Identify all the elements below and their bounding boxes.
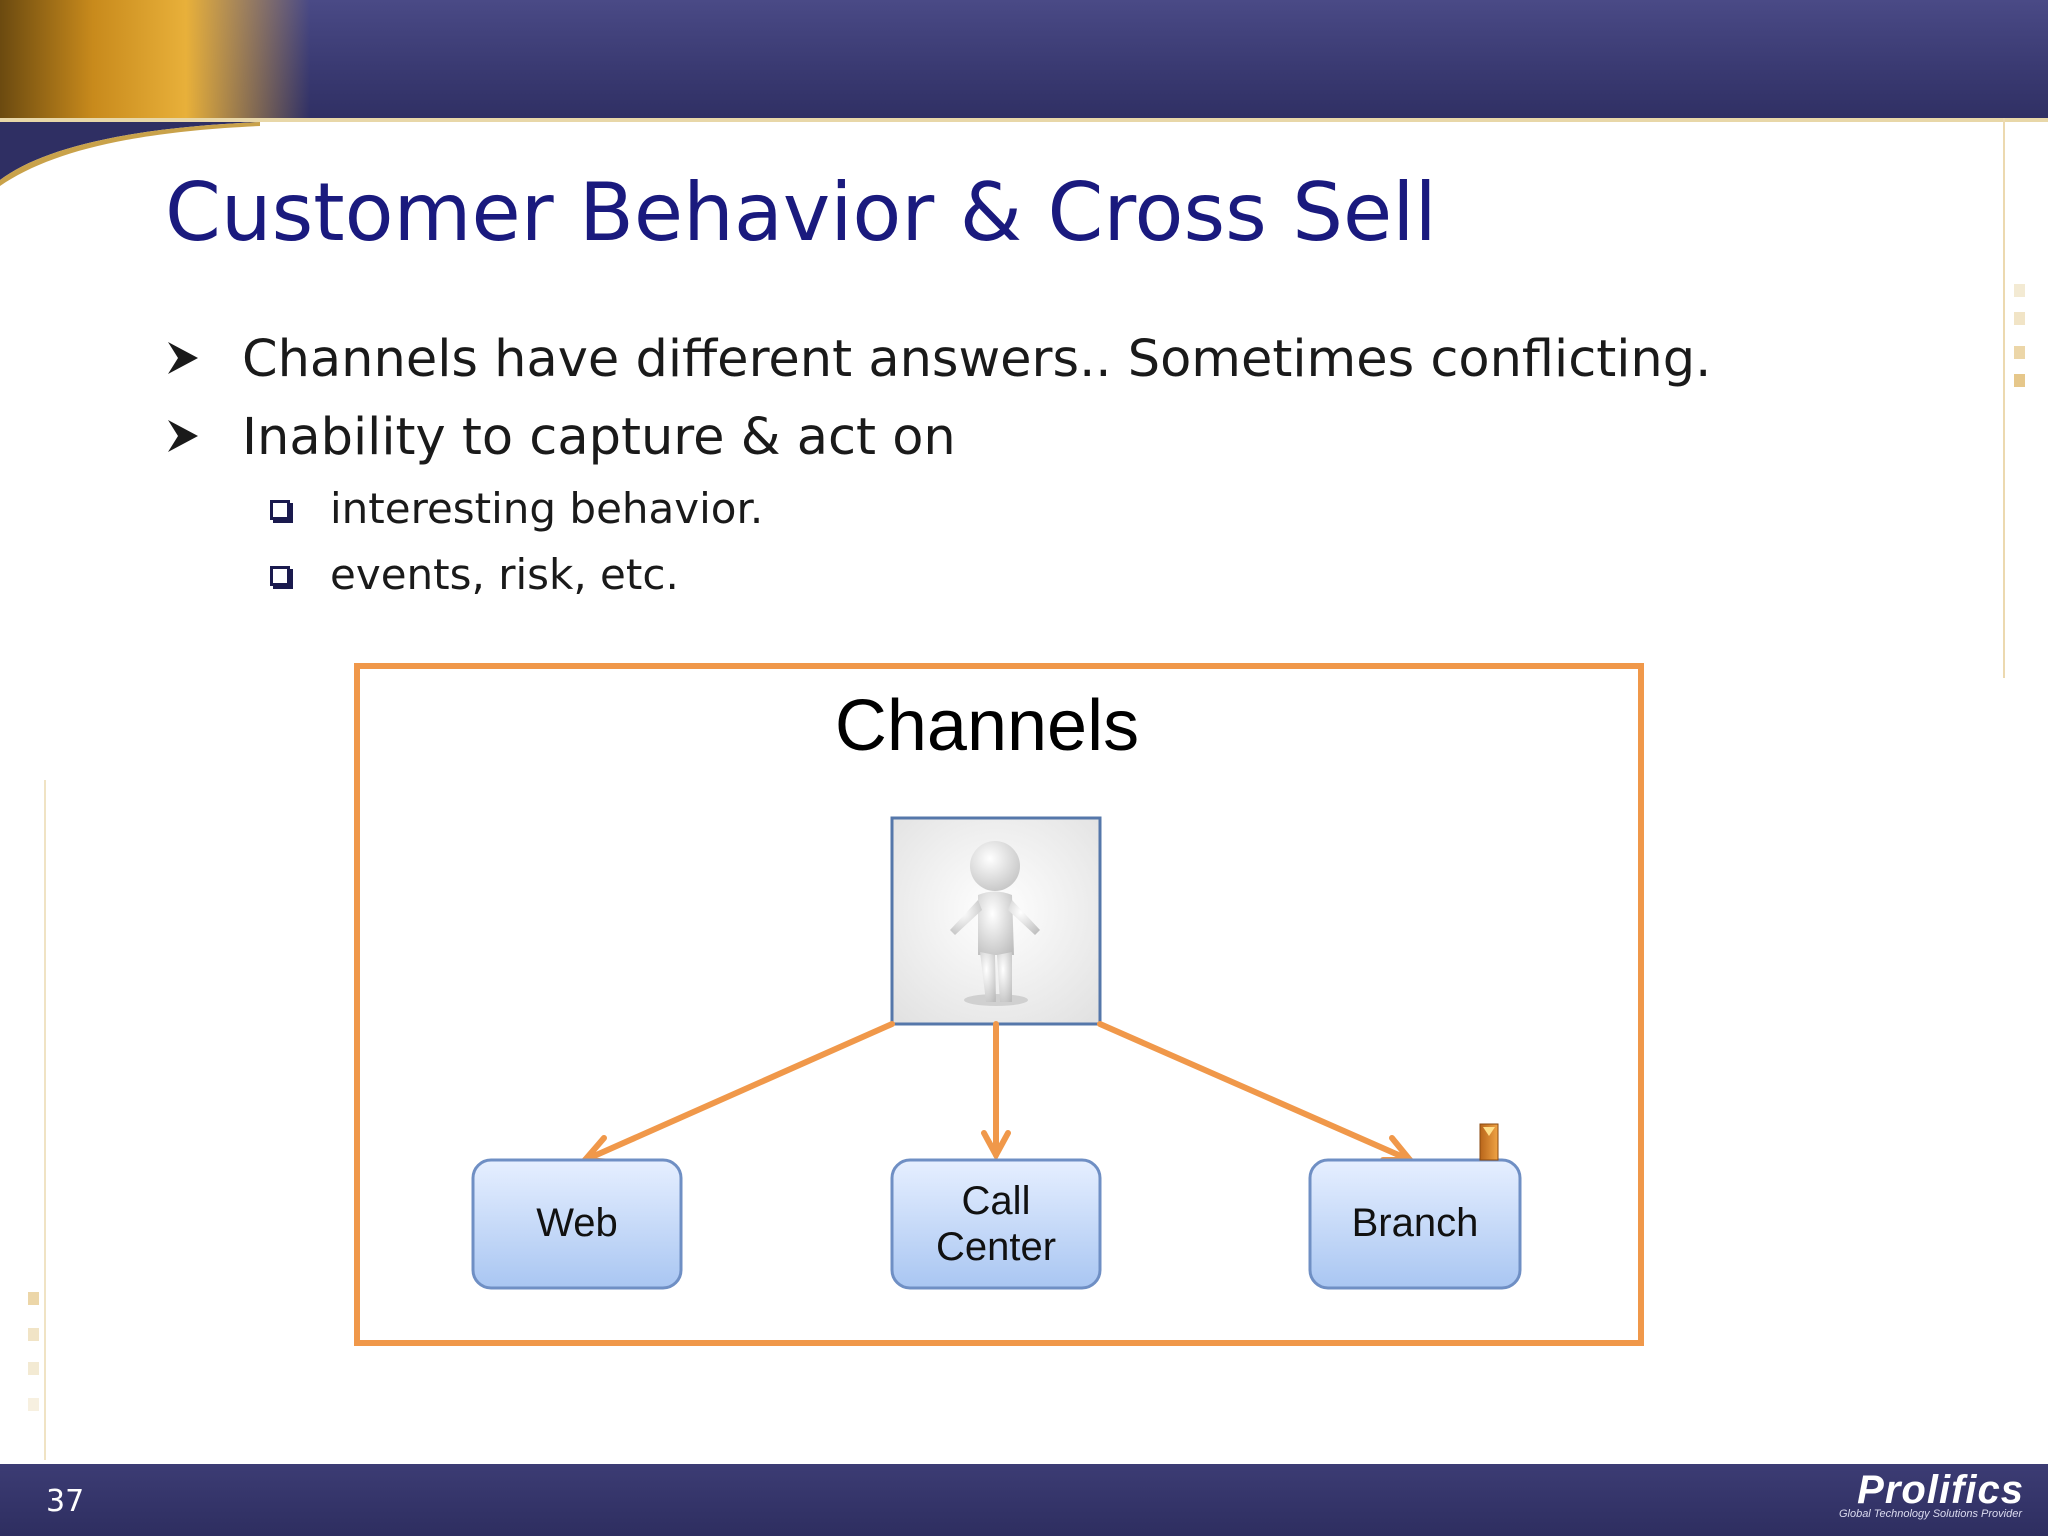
left-rule [44, 780, 46, 1460]
arrow-to-branch [1097, 1021, 1413, 1163]
page-number: 37 [46, 1484, 85, 1519]
bookmark-tag-icon [1479, 1123, 1499, 1161]
right-rule [2003, 118, 2005, 678]
arrow-to-web [582, 1021, 895, 1163]
node-web: Web [471, 1158, 683, 1290]
decor-square [2014, 312, 2025, 325]
bullet-text: Channels have different answers.. Someti… [242, 330, 1712, 389]
header-swoosh [0, 118, 2048, 186]
decor-square [28, 1362, 39, 1375]
connector-arrows [578, 1021, 1417, 1165]
node-web-label: Web [536, 1201, 618, 1245]
node-branch-label: Branch [1352, 1201, 1479, 1245]
node-call-center-label-line2: Center [936, 1225, 1056, 1269]
sub-bullet-text: events, risk, etc. [330, 550, 679, 599]
decor-square [28, 1292, 39, 1305]
logo-tagline: Global Technology Solutions Provider [1838, 1508, 2022, 1520]
decor-square [28, 1398, 39, 1411]
arrow-bullet-icon [168, 342, 198, 374]
node-call-center-label-line1: Call [962, 1179, 1031, 1223]
footer-band [0, 1464, 2048, 1536]
header-band [0, 0, 2048, 122]
header-photo [0, 0, 310, 122]
decor-square [2014, 346, 2025, 359]
arrowhead-call-center [981, 1130, 1011, 1162]
channels-frame [354, 663, 1644, 1346]
decor-square [2014, 284, 2025, 297]
bullet-text: Inability to capture & act on [242, 408, 956, 467]
prolifics-logo: Prolifics [1857, 1468, 2024, 1512]
node-branch: Branch [1308, 1158, 1522, 1290]
node-call-center: Call Center [890, 1158, 1102, 1290]
sub-bullet-text: interesting behavior. [330, 484, 764, 533]
decor-square [28, 1328, 39, 1341]
arrow-bullet-icon [168, 420, 198, 452]
square-bullet-icon [270, 500, 290, 520]
diagram-title: Channels [835, 686, 1139, 766]
customer-figure-icon [890, 816, 1102, 1026]
slide-title: Customer Behavior & Cross Sell [165, 166, 1437, 259]
square-bullet-icon [270, 566, 290, 586]
decor-square [2014, 374, 2025, 387]
